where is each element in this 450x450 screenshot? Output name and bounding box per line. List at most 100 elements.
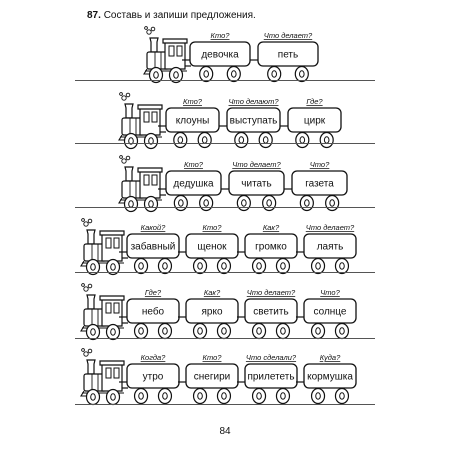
- wagon-wheel-hub: [162, 327, 168, 335]
- wagon-body: [189, 41, 251, 67]
- wagon-body: [303, 363, 357, 389]
- wagon-word: щенок: [197, 242, 227, 253]
- wagon-body: [126, 233, 180, 259]
- wagon-wheel-hub: [203, 199, 209, 207]
- wagon-wheel-hub: [138, 327, 144, 335]
- question-label: Как?: [263, 223, 280, 232]
- wagon-wheel-hub: [339, 327, 345, 335]
- cab-window: [113, 302, 120, 314]
- smoke-puff: [121, 158, 127, 164]
- wagon-wheel-hub: [315, 327, 321, 335]
- wagon: Кто?клоуны: [158, 97, 220, 149]
- exercise-number: 87.: [87, 10, 101, 21]
- wagon-wheel-hub: [197, 327, 203, 335]
- wagon-word: небо: [142, 306, 165, 318]
- question-label: Кто?: [203, 353, 223, 362]
- cab-window: [143, 111, 150, 123]
- question-label: Какой?: [141, 223, 166, 232]
- loco-wheel-hub: [110, 263, 116, 271]
- wagon: Что делает?лаять: [296, 223, 357, 275]
- wagon-body: [126, 298, 180, 324]
- wagon-wheel-hub: [203, 70, 210, 78]
- wagon-wheel-hub: [256, 262, 262, 270]
- wagon-body: [244, 298, 298, 324]
- cab-window: [113, 237, 120, 249]
- smoke-puff: [119, 92, 123, 96]
- wagon-body: [165, 170, 222, 196]
- question-label: Кто?: [203, 223, 223, 232]
- wagon: Что делает?читать: [221, 160, 285, 212]
- wagon-word: цирк: [304, 116, 326, 127]
- wagon-word: снегири: [194, 372, 230, 383]
- locomotive-icon: [143, 26, 191, 84]
- question-label: Что?: [320, 288, 340, 297]
- locomotive-icon: [118, 155, 166, 213]
- page-number: 84: [219, 426, 231, 437]
- question-label: Где?: [306, 97, 323, 106]
- wagon-body: [185, 363, 239, 389]
- wagon: Что делает? петь: [250, 31, 319, 83]
- wagon: Что сделали?прилететь: [237, 353, 298, 405]
- wagon-wheel-hub: [280, 262, 286, 270]
- loco-wheel-hub: [110, 328, 116, 336]
- wagon-body: [287, 107, 342, 133]
- wagon-body: [165, 107, 220, 133]
- question-label: Где?: [145, 288, 162, 297]
- cab-roof: [99, 360, 125, 366]
- wagon-word: девочка: [201, 50, 239, 61]
- train-illustration: Кто? девочка Что делает? петь: [143, 26, 319, 84]
- wagon: Когда?утро: [119, 353, 180, 405]
- wagon-body: [244, 363, 298, 389]
- writing-line: [75, 143, 375, 144]
- wagon-wheel-hub: [299, 70, 305, 78]
- cab-roof: [137, 167, 163, 173]
- cab-roof: [162, 38, 188, 44]
- smoke-puff: [125, 155, 131, 161]
- loco-wheel-hub: [90, 393, 96, 401]
- smoke-puff: [144, 26, 148, 30]
- smoke-puff: [146, 29, 152, 35]
- wagon-word: кормушка: [307, 372, 353, 383]
- wagon-wheel-hub: [304, 199, 310, 207]
- exercise-title: 87. Составь и запиши предложения.: [87, 10, 256, 22]
- smoke-puff: [83, 221, 89, 227]
- question-label: Что?: [310, 160, 330, 169]
- wagon: Кто? девочка: [182, 31, 251, 83]
- wagon-wheel-hub: [178, 199, 184, 207]
- smoke-puff: [87, 283, 93, 289]
- wagon: Кто?дедушка: [158, 160, 222, 212]
- cab-window: [168, 45, 175, 57]
- wagon-wheel-hub: [162, 262, 168, 270]
- smoke-puff: [83, 351, 89, 357]
- wagon-wheel-hub: [241, 199, 247, 207]
- smoke-puff: [119, 155, 123, 159]
- train-row: Когда?утро Кто? снегири Что сделали?прилете…: [0, 348, 450, 408]
- wagon-wheel-hub: [138, 392, 144, 400]
- cab-window: [113, 367, 120, 379]
- wagon: Какой? забавный: [119, 223, 180, 275]
- wagon-wheel-hub: [280, 392, 286, 400]
- wagon-word: прилететь: [247, 372, 294, 383]
- wagon-word: петь: [278, 50, 298, 61]
- wagon-wheel-hub: [266, 199, 272, 207]
- chimney: [86, 294, 96, 310]
- question-label: Что делает?: [264, 31, 313, 40]
- wagon-wheel-hub: [221, 262, 227, 270]
- question-label: Кто?: [211, 31, 231, 40]
- wagon-body: [303, 298, 357, 324]
- wagon: Что?газета: [284, 160, 348, 212]
- wagon-wheel-hub: [197, 392, 203, 400]
- wagon-word: солнце: [314, 307, 347, 318]
- cab-roof: [99, 230, 125, 236]
- wagon-wheel-hub: [271, 70, 278, 78]
- smoke-puff: [81, 218, 85, 222]
- wagon: Как?ярко: [178, 288, 239, 340]
- smoke-puff: [121, 95, 127, 101]
- wagon-word: громко: [255, 242, 287, 253]
- wagon-word: лаять: [317, 242, 344, 253]
- wagon-word: забавный: [131, 241, 176, 253]
- wagon-wheel-hub: [231, 70, 237, 78]
- cab-window: [151, 111, 158, 123]
